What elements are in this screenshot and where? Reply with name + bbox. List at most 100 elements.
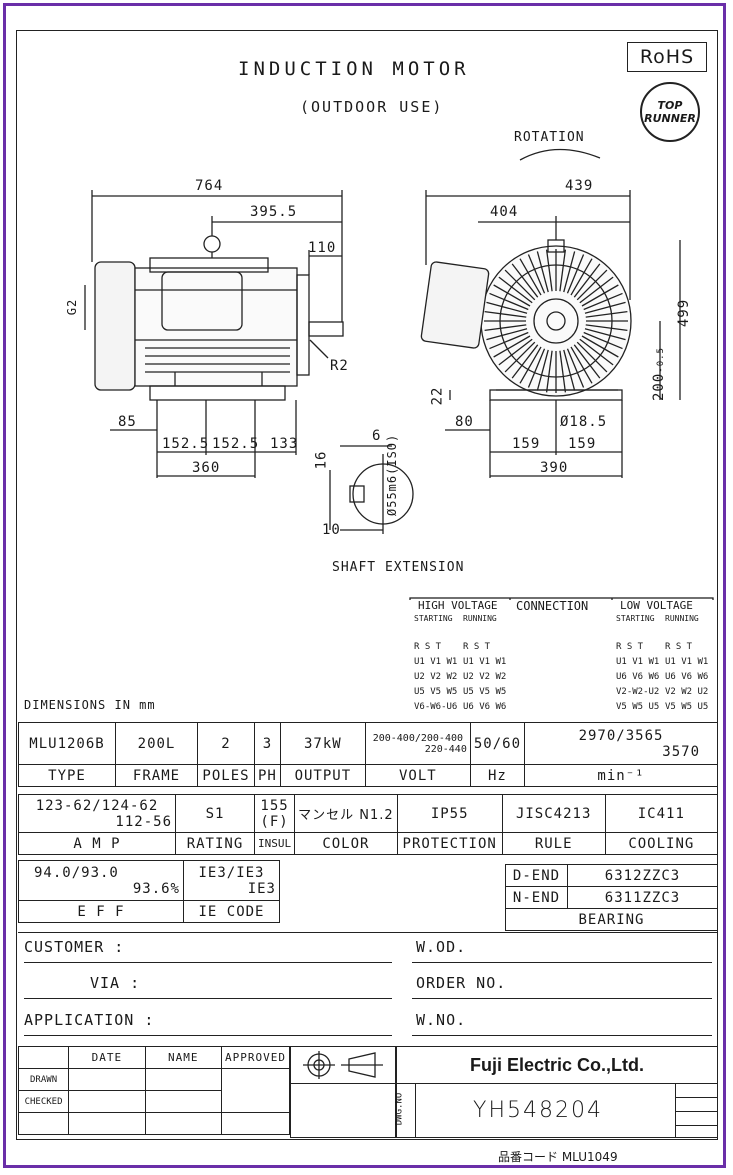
via-line — [24, 998, 392, 999]
cooling-rib — [573, 263, 601, 298]
dim-22: 22 — [429, 386, 446, 406]
dim-133: 133 — [270, 436, 299, 452]
shaft-extension — [329, 445, 414, 534]
blank-cell-d — [221, 1112, 290, 1135]
protection-label: PROTECTION — [396, 832, 503, 855]
cooling-rib — [579, 276, 614, 304]
via-label: VIA : — [90, 974, 141, 992]
cooling-rib — [498, 338, 533, 366]
cooling-rib — [566, 254, 585, 294]
w-od-label: W.OD. — [416, 938, 467, 956]
customer-label: CUSTOMER : — [24, 938, 125, 956]
insul-value: 155(F) — [253, 794, 296, 833]
cooling-rib — [584, 328, 626, 341]
low-running-label: RUNNING — [665, 614, 699, 623]
dim-395: 395.5 — [250, 204, 298, 220]
revision-line-2 — [675, 1111, 717, 1112]
drawn-date — [68, 1068, 146, 1091]
cooling-rib — [576, 341, 608, 373]
drawn-label: DRAWN — [17, 1068, 70, 1091]
cooling-rib — [581, 335, 619, 358]
n-end-value: 6311ZZC3 — [567, 886, 718, 909]
blank-cell-a — [17, 1112, 70, 1135]
cooling-value: IC411 — [604, 794, 719, 833]
application-line — [24, 1035, 392, 1036]
cooling-rib — [519, 346, 542, 384]
dim-360: 360 — [192, 460, 221, 476]
dim-hole: Ø18.5 — [560, 414, 608, 430]
checked-date — [68, 1090, 146, 1113]
dwg-no-divider — [415, 1084, 416, 1138]
cooling-rib — [486, 301, 528, 314]
cooling-rib — [563, 349, 576, 391]
w-od-line — [412, 962, 712, 963]
bearing-label: BEARING — [505, 908, 718, 931]
ie-code-label: IE CODE — [183, 900, 280, 923]
rotation-label: ROTATION — [514, 130, 585, 145]
dim-16: 16 — [313, 450, 330, 470]
rating-value: S1 — [175, 794, 255, 833]
projection-symbol — [290, 1046, 396, 1084]
frame-value: 200L — [115, 722, 198, 765]
drawing-border — [16, 30, 718, 1140]
d-end-value: 6312ZZC3 — [567, 864, 718, 887]
cooling-rib — [536, 251, 549, 293]
approved-header: APPROVED — [221, 1046, 290, 1069]
rating-label: RATING — [175, 832, 255, 855]
dim-152-5-b: 152.5 — [212, 436, 260, 452]
page-frame — [3, 3, 726, 1168]
dim-439: 439 — [565, 178, 594, 194]
bearing-table: D-END 6312ZZC3 N-END 6311ZZC3 BEARING — [505, 864, 718, 931]
connection-label: CONNECTION — [516, 599, 589, 613]
shaft-extension-label: SHAFT EXTENSION — [332, 560, 465, 575]
order-top-rule — [18, 932, 718, 933]
cooling-rib — [583, 292, 623, 311]
company-name: Fuji Electric Co.,Ltd. — [469, 1054, 644, 1075]
revision-line-1 — [675, 1097, 717, 1098]
ph-label: PH — [254, 764, 281, 787]
dim-200: 200-0.5 — [650, 347, 667, 401]
order-no-line — [412, 998, 712, 999]
high-starting-label: STARTING — [414, 614, 453, 623]
d-end-label: D-END — [505, 864, 568, 887]
cooling-rib — [493, 335, 531, 358]
cooling-rib — [489, 292, 529, 311]
cooling-rib — [563, 251, 576, 293]
cooling-rib — [545, 249, 553, 292]
type-label: TYPE — [18, 764, 116, 787]
protection-value: IP55 — [396, 794, 503, 833]
cooling-rib — [584, 301, 626, 314]
cooling-rib — [570, 346, 593, 384]
order-no-label: ORDER NO. — [416, 974, 507, 992]
cooling-rib — [585, 310, 628, 318]
company-cell: Fuji Electric Co.,Ltd. — [396, 1046, 718, 1084]
type-value: MLU1206B — [18, 722, 116, 765]
output-value: 37kW — [279, 722, 366, 765]
cooling-rib — [527, 254, 546, 294]
hz-label: Hz — [469, 764, 526, 787]
cooling-rib — [576, 269, 608, 301]
n-end-label: N-END — [505, 886, 568, 909]
high-voltage-label: HIGH VOLTAGE — [418, 599, 498, 612]
cooling-rib — [484, 324, 527, 332]
frame-label: FRAME — [115, 764, 198, 787]
approved-cell — [221, 1068, 290, 1113]
cooling-rib — [581, 284, 619, 307]
drawn-name — [144, 1068, 223, 1091]
product-code: 品番コード MLU1049 — [498, 1150, 618, 1164]
cooling-rib — [489, 331, 529, 350]
blank-cell-c — [144, 1112, 223, 1135]
rule-label: RULE — [501, 832, 606, 855]
dim-shaft-diameter: Ø55m6(ISO) — [385, 433, 399, 516]
cooling-rib — [573, 344, 601, 379]
insul-label: INSUL — [253, 832, 296, 855]
front-view-motor — [420, 148, 681, 478]
